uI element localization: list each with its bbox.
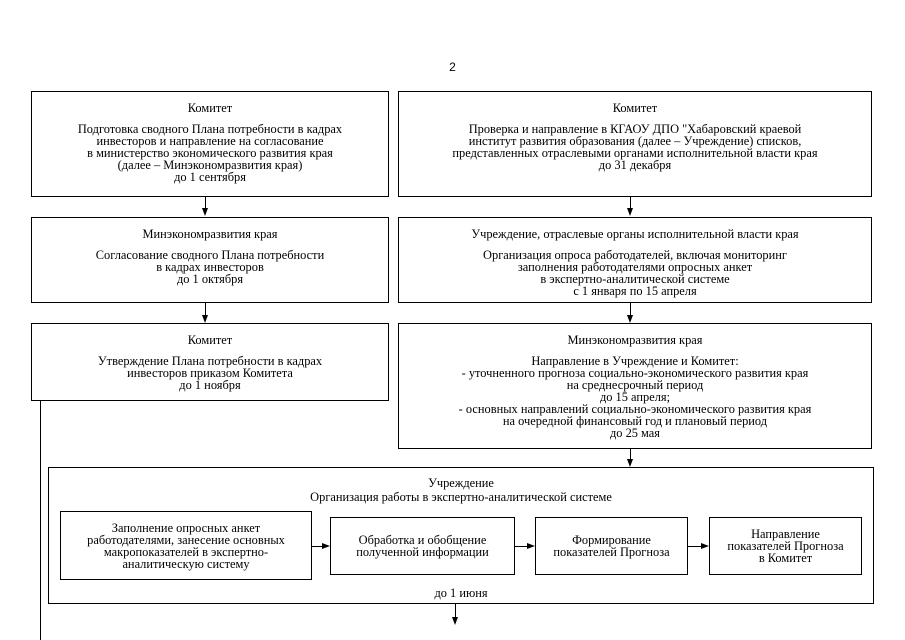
block-title: Учреждение [428, 476, 494, 490]
box-text: Проверка и направление в КГАОУ ДПО "Хаба… [452, 122, 818, 172]
process-step-processing: Обработка и обобщение полученной информа… [330, 517, 515, 575]
arrow-down-icon [452, 617, 458, 625]
arrow-down-icon [202, 315, 208, 323]
connector-line [688, 546, 701, 547]
connector-line [630, 449, 631, 459]
ministry-forecast-box: Минэкономразвития края Направление в Учр… [398, 323, 872, 449]
process-step-survey-input: Заполнение опросных анкет работодателями… [60, 511, 312, 580]
box-title: Комитет [187, 333, 233, 347]
committee-plan-approval-box: Комитет Утверждение Плана потребности в … [31, 323, 389, 401]
process-step-forecast-formation: Формирование показателей Прогноза [535, 517, 688, 575]
institution-work-block: Учреждение Организация работы в экспертн… [48, 467, 874, 604]
arrow-right-icon [527, 543, 535, 549]
arrow-down-icon [627, 459, 633, 467]
arrow-down-icon [627, 208, 633, 216]
page-number: 2 [449, 60, 456, 74]
arrow-down-icon [202, 208, 208, 216]
block-subtitle: Организация работы в экспертно-аналитиче… [310, 490, 612, 504]
box-title: Минэкономразвития края [567, 333, 703, 347]
arrow-right-icon [322, 543, 330, 549]
side-connector-line [40, 401, 41, 640]
arrow-right-icon [701, 543, 709, 549]
box-text: Направление в Учреждение и Комитет: - ут… [458, 354, 812, 440]
connector-line [312, 546, 322, 547]
box-text: Организация опроса работодателей, включа… [483, 248, 787, 298]
arrow-down-icon [627, 315, 633, 323]
connector-line [205, 197, 206, 208]
box-text: Подготовка сводного Плана потребности в … [77, 122, 343, 184]
ministry-approval-box: Минэкономразвития края Согласование свод… [31, 217, 389, 303]
connector-line [630, 303, 631, 315]
box-text: Утверждение Плана потребности в кадрах и… [97, 354, 323, 392]
box-title: Минэкономразвития края [142, 227, 278, 241]
connector-line [515, 546, 527, 547]
box-title: Учреждение, отраслевые органы исполнител… [471, 227, 799, 241]
committee-plan-preparation-box: Комитет Подготовка сводного Плана потреб… [31, 91, 389, 197]
block-deadline: до 1 июня [434, 586, 488, 600]
connector-line [455, 604, 456, 617]
committee-list-verification-box: Комитет Проверка и направление в КГАОУ Д… [398, 91, 872, 197]
process-step-send-to-committee: Направление показателей Прогноза в Комит… [709, 517, 862, 575]
connector-line [205, 303, 206, 315]
employer-survey-box: Учреждение, отраслевые органы исполнител… [398, 217, 872, 303]
box-text: Согласование сводного Плана потребности … [95, 248, 325, 286]
connector-line [630, 197, 631, 208]
box-title: Комитет [187, 101, 233, 115]
box-title: Комитет [612, 101, 658, 115]
